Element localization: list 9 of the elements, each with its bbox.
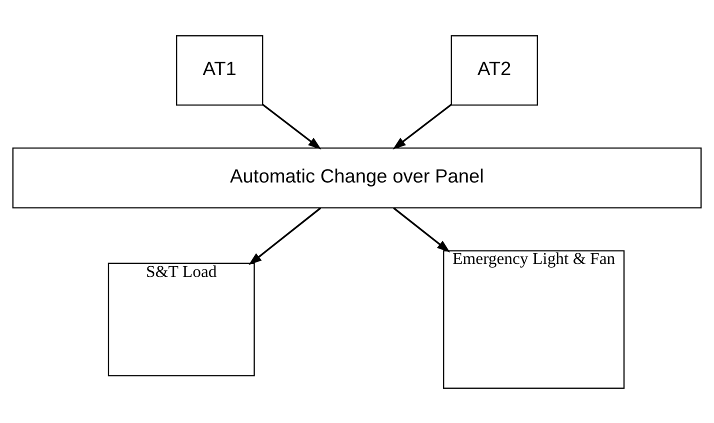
arrow [262,103,322,149]
arrow [248,206,322,265]
node-box: Emergency Light & Fan [443,250,625,388]
arrow [392,103,452,149]
node-box: AT1 [176,34,264,106]
node-box: AT2 [450,34,538,106]
arrow [393,206,450,252]
node-box: Automatic Change over Panel [12,146,702,208]
node-box: S&T Load [108,262,255,376]
